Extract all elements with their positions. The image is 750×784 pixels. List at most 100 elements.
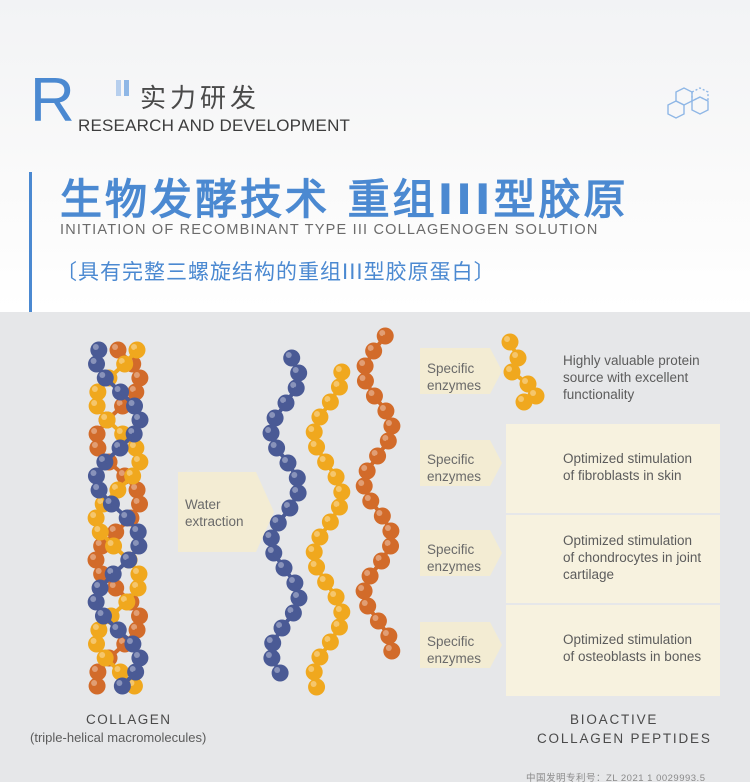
strand-orange-bead-3-highlight <box>314 411 320 417</box>
strand-rust-bead-6-highlight <box>386 420 392 426</box>
peptide-1-bead-5 <box>516 394 533 411</box>
water-callout-arrow <box>256 472 274 552</box>
outcome-text-1: Highly valuable protein source with exce… <box>563 352 723 403</box>
bioactive-label: BIOACTIVE <box>570 712 658 727</box>
outcome-text-2: Optimized stimulation of fibroblasts in … <box>563 450 723 484</box>
enzyme-arrow-3 <box>490 530 502 576</box>
helix-blue-bead-17-highlight <box>94 582 100 588</box>
helix-orange-bead-21-highlight <box>91 638 97 644</box>
helix-blue-bead-18-highlight <box>90 596 96 602</box>
strand-blue-bead-16-highlight <box>293 592 299 598</box>
helix-blue-bead-14-highlight <box>133 540 139 546</box>
helix-rust-bead-2-highlight <box>134 372 140 378</box>
strand-blue-bead-18-highlight <box>276 622 282 628</box>
strand-rust-bead-15-highlight <box>376 555 382 561</box>
strand-blue-bead-15-highlight <box>289 577 295 583</box>
strand-orange-bead-13-highlight <box>311 561 317 567</box>
strand-orange-bead-18-highlight <box>324 636 330 642</box>
helix-orange-bead-16-highlight <box>133 568 139 574</box>
strand-blue-bead-7-highlight <box>282 457 288 463</box>
strand-rust-bead-8-highlight <box>372 450 378 456</box>
helix-blue-bead-11-highlight <box>105 498 111 504</box>
helix-rust-bead-6-highlight <box>91 428 97 434</box>
strand-rust-bead-13-highlight <box>385 525 391 531</box>
helix-rust-bead-14-highlight <box>96 540 102 546</box>
enzyme-label-1: Specific enzymes <box>427 360 481 394</box>
helix-blue-bead-10-highlight <box>93 484 99 490</box>
strand-orange-bead-16-highlight <box>336 606 342 612</box>
bioactive-sublabel: COLLAGEN PEPTIDES <box>537 731 712 746</box>
peptide-1-bead-0-highlight <box>504 336 510 342</box>
strand-blue-bead-1-highlight <box>293 367 299 373</box>
strand-blue-bead-9-highlight <box>292 487 298 493</box>
strand-rust-bead-21-highlight <box>386 645 392 651</box>
strand-orange-bead-21 <box>308 679 325 696</box>
helix-orange-bead-0-highlight <box>131 344 137 350</box>
enzyme-label-4: Specific enzymes <box>427 633 481 667</box>
strand-rust-bead-19-highlight <box>372 615 378 621</box>
collagen-sublabel: (triple-helical macromolecules) <box>30 730 206 745</box>
water-extraction-label: Water extraction <box>185 496 244 530</box>
strand-blue-bead-10-highlight <box>284 502 290 508</box>
helix-blue-bead-22-highlight <box>134 652 140 658</box>
strand-orange-bead-14-highlight <box>320 576 326 582</box>
helix-blue-bead-24 <box>114 678 131 695</box>
helix-orange-bead-6-highlight <box>117 428 123 434</box>
strand-rust-bead-10-highlight <box>358 480 364 486</box>
helix-orange-bead-23-highlight <box>114 666 120 672</box>
helix-rust-bead-16-highlight <box>96 568 102 574</box>
helix-blue-bead-4-highlight <box>129 400 135 406</box>
strand-blue-bead-0-highlight <box>286 352 292 358</box>
helix-orange-bead-7-highlight <box>130 442 136 448</box>
strand-rust-bead-7-highlight <box>382 435 388 441</box>
strand-blue-bead-3-highlight <box>280 397 286 403</box>
enzyme-arrow-2 <box>490 440 502 486</box>
strand-orange-bead-21-highlight <box>311 681 317 687</box>
helix-rust-bead-24-highlight <box>91 680 97 686</box>
helix-orange-bead-11-highlight <box>97 498 103 504</box>
helix-rust-bead-23-highlight <box>92 666 98 672</box>
strand-blue-bead-8-highlight <box>291 472 297 478</box>
collagen-label: COLLAGEN <box>86 712 172 727</box>
helix-blue-bead-5-highlight <box>134 414 140 420</box>
helix-blue-bead-19-highlight <box>98 610 104 616</box>
enzyme-label-3: Specific enzymes <box>427 541 481 575</box>
strand-rust-bead-17-highlight <box>358 585 364 591</box>
strand-blue-bead-17-highlight <box>287 607 293 613</box>
helix-rust-bead-15-highlight <box>90 554 96 560</box>
peptide-1-bead-1-highlight <box>512 352 518 358</box>
outcome-text-4: Optimized stimulation of osteoblasts in … <box>563 631 723 665</box>
strand-rust-bead-20-highlight <box>383 630 389 636</box>
strand-blue-bead-20-highlight <box>266 652 272 658</box>
helix-orange-bead-14-highlight <box>108 540 114 546</box>
strand-blue-bead-21 <box>272 665 289 682</box>
helix-blue-bead-16-highlight <box>107 568 113 574</box>
strand-orange-bead-0-highlight <box>336 366 342 372</box>
strand-rust-bead-14-highlight <box>385 540 391 546</box>
enzyme-arrow-1 <box>490 348 502 394</box>
peptide-1-bead-0 <box>502 334 519 351</box>
helix-orange-bead-8-highlight <box>134 456 140 462</box>
helix-orange-bead-4-highlight <box>91 400 97 406</box>
peptide-1-bead-4-highlight <box>530 390 536 396</box>
strand-orange-bead-10-highlight <box>324 516 330 522</box>
strand-blue-bead-2-highlight <box>290 382 296 388</box>
helix-blue-bead-21-highlight <box>127 638 133 644</box>
strand-rust-bead-18-highlight <box>362 600 368 606</box>
helix-rust-bead-3-highlight <box>130 386 136 392</box>
strand-orange-bead-5-highlight <box>311 441 317 447</box>
peptide-1-bead-2-highlight <box>506 366 512 372</box>
helix-orange-bead-22-highlight <box>99 652 105 658</box>
strand-rust-bead-1-highlight <box>368 345 374 351</box>
strand-orange-bead-2-highlight <box>324 396 330 402</box>
helix-orange-bead-12-highlight <box>90 512 96 518</box>
strand-orange-bead-11-highlight <box>314 531 320 537</box>
card-divider-2 <box>506 603 720 605</box>
helix-blue-bead-9-highlight <box>90 470 96 476</box>
peptide-1-bead-5-highlight <box>518 396 524 402</box>
helix-orange-bead-13-highlight <box>94 526 100 532</box>
helix-rust-bead-9-highlight <box>119 470 125 476</box>
strand-rust-bead-0-highlight <box>379 330 385 336</box>
strand-rust-bead-16-highlight <box>364 570 370 576</box>
helix-blue-bead-0-highlight <box>93 344 99 350</box>
